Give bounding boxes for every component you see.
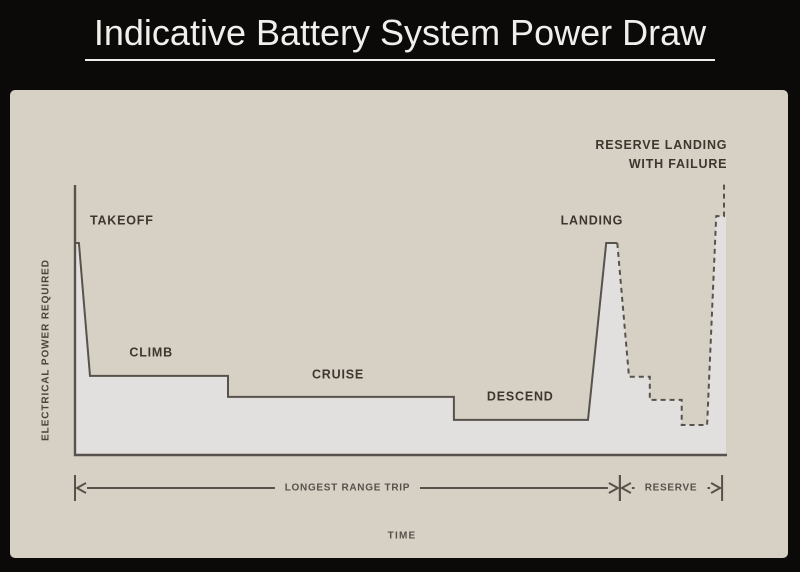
axes bbox=[73, 185, 727, 457]
phase-label-climb: CLIMB bbox=[129, 345, 173, 360]
arrowhead-right-icon bbox=[710, 482, 723, 494]
span-label-reserve: RESERVE bbox=[644, 482, 698, 494]
chart-panel: ELECTRICAL POWER REQUIRED TIME TAKEOFF CL… bbox=[10, 90, 788, 558]
phase-label-cruise: CRUISE bbox=[311, 367, 365, 382]
arrowhead-left-icon bbox=[74, 482, 87, 494]
phase-label-descend: DESCEND bbox=[486, 389, 554, 404]
mission-profile-line bbox=[75, 242, 618, 421]
phase-label-takeoff: TAKEOFF bbox=[89, 213, 154, 228]
span-label-longest-range-trip: LONGEST RANGE TRIP bbox=[284, 482, 411, 494]
y-axis-label: ELECTRICAL POWER REQUIRED bbox=[40, 259, 52, 441]
power-profile-chart bbox=[73, 181, 727, 501]
slide-title-bar: Indicative Battery System Power Draw bbox=[0, 0, 800, 90]
page-title: Indicative Battery System Power Draw bbox=[84, 12, 716, 62]
power-area-fill bbox=[75, 216, 726, 455]
arrowhead-left-icon bbox=[619, 482, 632, 494]
x-axis-label: TIME bbox=[387, 530, 417, 542]
phase-label-reserve-landing-with-failure: RESERVE LANDING WITH FAILURE bbox=[595, 138, 728, 172]
arrowhead-right-icon bbox=[608, 482, 620, 494]
phase-label-landing: LANDING bbox=[560, 213, 624, 228]
reserve-failure-dashed-line bbox=[616, 181, 725, 426]
